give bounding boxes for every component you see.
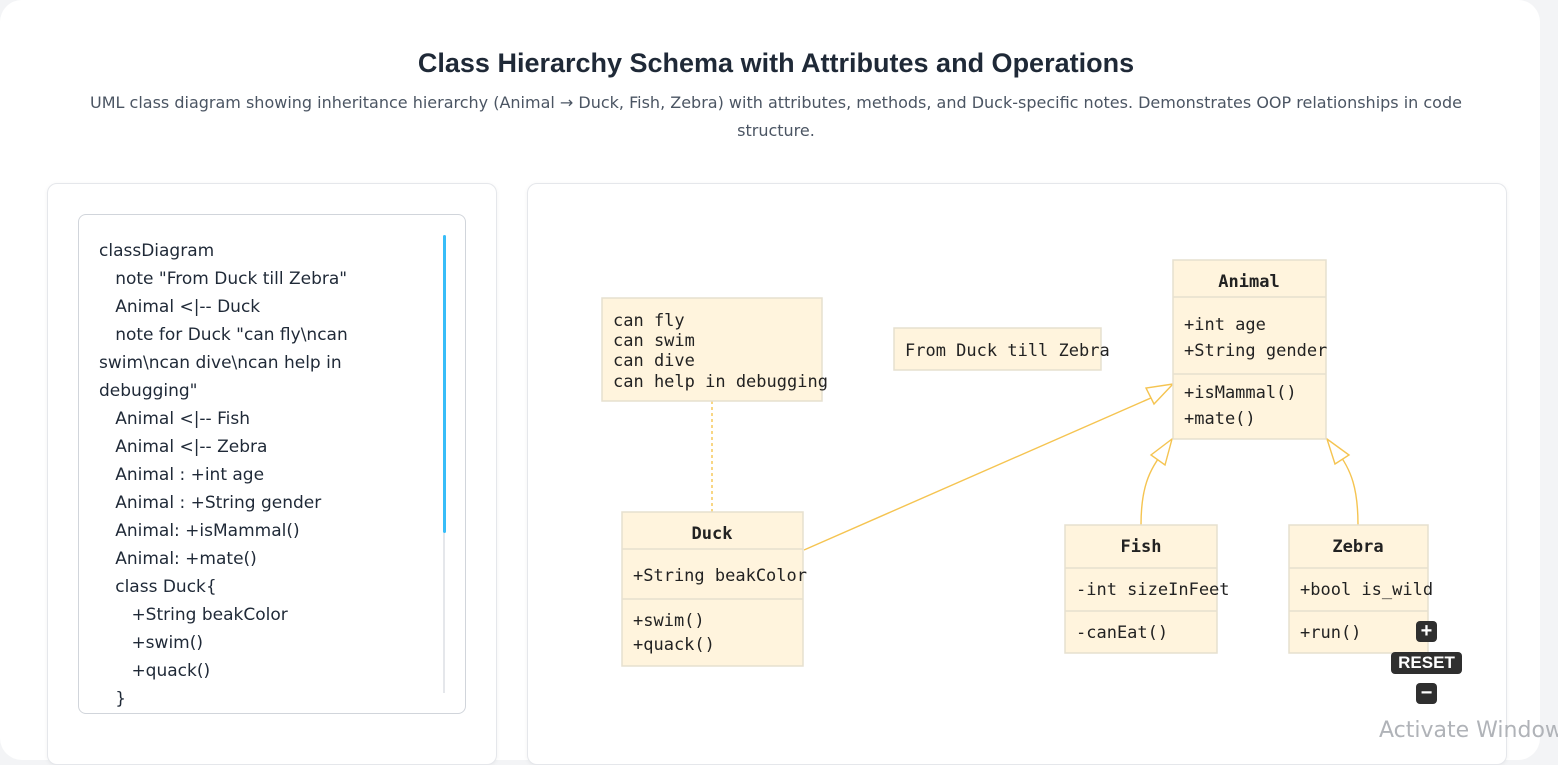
class-fish-attribute: -int sizeInFeet (1076, 580, 1230, 600)
code-text[interactable]: classDiagram note "From Duck till Zebra"… (99, 241, 348, 709)
note-duck-box (601, 297, 823, 402)
page-title: Class Hierarchy Schema with Attributes a… (417, 48, 1135, 78)
class-animal-attribute: +int age (1184, 315, 1266, 335)
class-zebra-name: Zebra (1332, 537, 1383, 557)
class-animal[interactable]: Animal +int age +String gender +isMammal… (1172, 259, 1327, 440)
zoom-in-button[interactable]: + (1416, 621, 1437, 642)
note-duck-line: can help in debugging (613, 372, 828, 392)
class-duck-operation: +swim() (633, 611, 705, 631)
editor-scrollbar-thumb[interactable] (443, 235, 446, 533)
diagram-panel (527, 183, 1507, 765)
reset-zoom-button[interactable]: RESET (1391, 652, 1462, 674)
arrowhead-zebra (1325, 437, 1351, 466)
note-general-box (893, 327, 1102, 371)
class-fish-name: Fish (1121, 537, 1162, 557)
code-panel: classDiagram note "From Duck till Zebra"… (47, 183, 497, 765)
zoom-out-button[interactable]: − (1416, 683, 1437, 704)
note-general-text: From Duck till Zebra (905, 341, 1110, 361)
class-zebra-operation: +run() (1300, 623, 1361, 643)
relation-duck-animal (803, 393, 1161, 551)
class-animal-name: Animal (1218, 272, 1279, 292)
arrowhead-duck (1144, 383, 1175, 406)
class-zebra[interactable]: Zebra +bool is_wild +run() (1288, 524, 1433, 654)
inheritance-arrowheads (1144, 383, 1351, 467)
class-animal-operation: +mate() (1184, 409, 1256, 429)
editor-scrollbar-track[interactable] (443, 533, 445, 693)
code-editor[interactable]: classDiagram note "From Duck till Zebra"… (78, 214, 466, 714)
arrowhead-fish (1149, 437, 1174, 467)
class-duck[interactable]: Duck +String beakColor +swim() +quack() (621, 511, 807, 667)
page-subtitle: UML class diagram showing inheritance hi… (90, 93, 1462, 140)
class-duck-name: Duck (692, 524, 733, 544)
uml-diagram: can fly can swim can dive can help in de… (601, 259, 1433, 667)
note-duck-line: can fly (613, 311, 685, 331)
class-animal-attribute: +String gender (1184, 341, 1327, 361)
class-animal-operation: +isMammal() (1184, 383, 1297, 403)
class-fish-operation: -canEat() (1076, 623, 1168, 643)
note-duck-line: can dive (613, 351, 695, 371)
class-zebra-attribute: +bool is_wild (1300, 580, 1433, 600)
class-duck-attribute: +String beakColor (633, 566, 807, 586)
class-fish[interactable]: Fish -int sizeInFeet -canEat() (1064, 524, 1230, 654)
os-activation-watermark: Activate Window (1379, 718, 1558, 743)
class-duck-operation: +quack() (633, 635, 715, 655)
note-duck-line: can swim (613, 331, 695, 351)
